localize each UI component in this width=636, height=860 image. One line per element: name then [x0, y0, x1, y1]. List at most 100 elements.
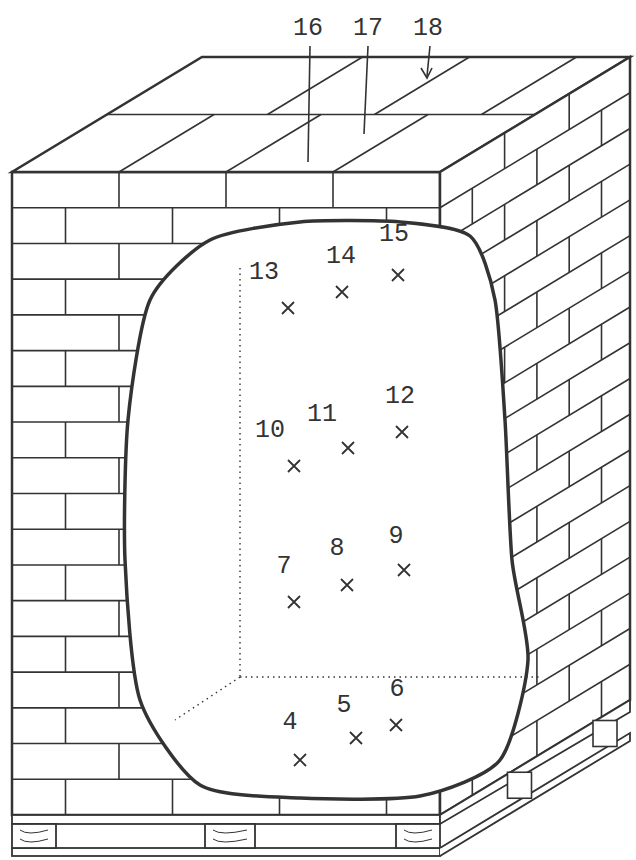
carton-joint: [536, 363, 538, 399]
carton-joint: [65, 779, 67, 815]
carton-joint: [536, 221, 538, 257]
carton-joint: [65, 279, 67, 315]
carton-joint: [536, 578, 538, 614]
carton-joint: [118, 243, 120, 279]
wood-grain: [20, 830, 48, 842]
carton-joint: [225, 172, 227, 208]
carton-joint: [568, 380, 570, 416]
callout-number: 8: [329, 536, 344, 561]
cutaway-outline: [124, 221, 528, 800]
carton-joint: [504, 276, 506, 312]
carton-joint: [471, 188, 473, 224]
callout-number: 4: [282, 710, 297, 735]
carton-joint: [601, 467, 603, 503]
carton-joint: [333, 115, 428, 173]
pallet-deck: [12, 815, 440, 824]
carton-joint: [65, 422, 67, 458]
carton-joint: [568, 94, 570, 130]
carton-stack: [12, 57, 630, 815]
sample-point-mark: [341, 579, 353, 591]
carton-joint: [601, 181, 603, 217]
sample-point-mark: [392, 269, 404, 281]
carton-joint: [568, 165, 570, 201]
carton-joint: [118, 529, 120, 565]
carton-joint: [119, 115, 214, 173]
pallet-block: [396, 824, 440, 848]
carton-joint: [118, 172, 120, 208]
carton-joint: [118, 744, 120, 780]
carton-joint: [172, 779, 174, 815]
carton-joint: [504, 204, 506, 240]
carton-joint: [568, 451, 570, 487]
sample-point-mark: [288, 460, 300, 472]
sample-point-mark: [390, 719, 402, 731]
carton-joint: [568, 522, 570, 558]
carton-joint: [65, 351, 67, 387]
carton-joint: [504, 347, 506, 383]
callout-number: 7: [276, 554, 291, 579]
interior-edge: [239, 268, 240, 677]
leader-line: [364, 46, 368, 134]
callout-number: 10: [255, 418, 285, 443]
carton-joint: [482, 57, 577, 115]
carton-joint: [172, 208, 174, 244]
callout-number: 15: [379, 222, 409, 247]
pallet-block: [205, 824, 255, 848]
leader-lines: [308, 46, 432, 162]
wood-grain: [404, 830, 432, 842]
carton-joint: [536, 506, 538, 542]
callout-number: 6: [389, 677, 404, 702]
carton-joint: [226, 115, 321, 173]
carton-joint: [536, 292, 538, 328]
carton-joint: [118, 386, 120, 422]
pallet-block: [593, 721, 617, 747]
carton-joint: [568, 308, 570, 344]
wood-grain: [213, 830, 247, 842]
sample-marks: [282, 269, 410, 766]
carton-joint: [601, 324, 603, 360]
carton-joint: [65, 565, 67, 601]
carton-joint: [375, 57, 470, 115]
interior-edge: [175, 677, 240, 720]
carton-joint: [268, 57, 363, 115]
carton-joint: [118, 601, 120, 637]
carton-joint: [118, 672, 120, 708]
sample-point-mark: [350, 732, 362, 744]
carton-joint: [601, 682, 603, 718]
callout-number: 5: [336, 693, 351, 718]
callout-number: 14: [326, 244, 356, 269]
carton-joint: [107, 114, 535, 116]
callout-number: 11: [307, 402, 337, 427]
carton-joint: [601, 610, 603, 646]
carton-joint: [65, 208, 67, 244]
callout-number: 18: [413, 16, 443, 41]
carton-joint: [601, 539, 603, 575]
carton-joint: [65, 494, 67, 530]
carton-joint: [536, 149, 538, 185]
carton-joint: [332, 172, 334, 208]
pallet-base: [12, 848, 440, 856]
sample-point-mark: [294, 754, 306, 766]
carton-joint: [601, 253, 603, 289]
arrow-head: [421, 68, 432, 78]
callout-number: 9: [388, 524, 403, 549]
callout-number: 12: [385, 384, 415, 409]
carton-joint: [568, 594, 570, 630]
carton-joint: [601, 110, 603, 146]
carton-joint: [65, 708, 67, 744]
carton-joint: [65, 636, 67, 672]
pallet-block: [508, 772, 532, 798]
carton-joint: [568, 237, 570, 273]
pallet-block: [12, 824, 56, 848]
carton-joint: [601, 396, 603, 432]
sample-point-mark: [336, 286, 348, 298]
sample-point-mark: [282, 302, 294, 314]
carton-joint: [12, 207, 440, 209]
carton-joint: [536, 649, 538, 685]
sample-point-mark: [396, 426, 408, 438]
sample-point-mark: [398, 564, 410, 576]
carton-joint: [440, 128, 630, 243]
